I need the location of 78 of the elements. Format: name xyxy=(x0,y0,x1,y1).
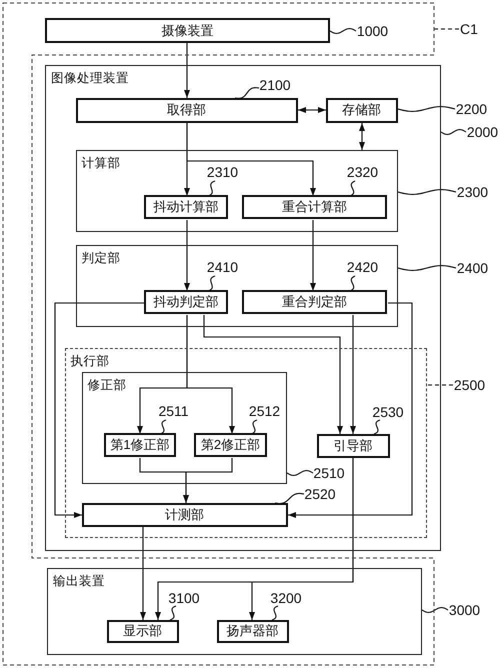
group-frame xyxy=(47,568,422,655)
group-title: 修正部 xyxy=(88,378,126,392)
reference-number: 2400 xyxy=(456,260,489,276)
reference-number: 3000 xyxy=(448,602,481,618)
reference-number: 2530 xyxy=(372,404,404,420)
leader-line xyxy=(374,420,380,434)
leader-line xyxy=(434,28,459,30)
reference-number: 2510 xyxy=(312,464,346,480)
unit-block: 引导部 xyxy=(316,434,390,458)
reference-number: 2420 xyxy=(346,259,379,275)
group-frame xyxy=(82,372,286,484)
unit-block: 计测部 xyxy=(82,502,288,526)
unit-block: 摄像装置 xyxy=(45,18,330,43)
arrow xyxy=(184,43,190,98)
arrow xyxy=(140,527,146,620)
unit-block: 扬声器部 xyxy=(216,620,288,642)
arrow xyxy=(203,315,343,434)
arrow xyxy=(184,220,190,291)
dashed-group-frame xyxy=(64,348,426,538)
unit-block: 第1修正部 xyxy=(104,433,176,457)
reference-number: 2320 xyxy=(346,164,379,180)
leader-line xyxy=(208,276,216,292)
group-frame xyxy=(76,244,398,326)
reference-number: 3100 xyxy=(168,590,200,606)
leader-line xyxy=(170,606,176,620)
reference-number: 2512 xyxy=(248,403,281,419)
leader-line xyxy=(398,265,456,271)
leader-line xyxy=(330,28,356,34)
unit-block: 重合判定部 xyxy=(242,290,387,314)
group-title: 执行部 xyxy=(70,354,110,368)
reference-number: C1 xyxy=(459,21,479,37)
group-title: 图像处理装置 xyxy=(51,71,129,86)
reference-number: 2300 xyxy=(456,184,489,200)
reference-number: 2511 xyxy=(157,403,190,419)
reference-number: 3200 xyxy=(270,590,302,606)
group-title: 输出装置 xyxy=(53,574,105,589)
arrow xyxy=(288,302,413,518)
group-title: 判定部 xyxy=(82,250,120,266)
arrow xyxy=(183,458,233,503)
reference-number: 2520 xyxy=(304,486,336,502)
leader-line xyxy=(422,607,448,613)
unit-block: 取得部 xyxy=(76,98,298,122)
dashed-boundary xyxy=(3,3,434,665)
reference-number: 2000 xyxy=(466,124,499,140)
leader-line xyxy=(272,606,278,620)
double-arrow xyxy=(298,107,326,113)
leader-line xyxy=(398,189,456,195)
reference-number: 2200 xyxy=(455,101,488,117)
leader-line xyxy=(208,180,216,196)
leader-line xyxy=(398,106,456,112)
group-frame xyxy=(45,65,441,551)
leader-line xyxy=(427,384,453,386)
leader-line xyxy=(250,420,258,434)
leader-line xyxy=(286,470,314,476)
unit-block: 显示部 xyxy=(106,620,178,642)
arrow xyxy=(186,123,316,196)
leader-line xyxy=(350,180,356,196)
arrow xyxy=(350,315,356,434)
double-arrow xyxy=(359,123,365,150)
reference-number: 2310 xyxy=(206,164,239,180)
reference-number: 2410 xyxy=(206,259,239,275)
reference-number: 2100 xyxy=(258,76,292,92)
arrow xyxy=(310,220,316,291)
unit-block: 抖动计算部 xyxy=(144,195,228,219)
leader-line xyxy=(160,420,166,434)
arrow xyxy=(54,302,145,518)
arrow xyxy=(186,315,235,434)
group-title: 计算部 xyxy=(82,156,120,170)
unit-block: 抖动判定部 xyxy=(144,290,228,314)
unit-block: 第2修正部 xyxy=(194,433,267,457)
leader-line xyxy=(350,276,356,292)
unit-block: 存储部 xyxy=(326,98,398,122)
unit-block: 重合计算部 xyxy=(242,195,387,219)
arrow xyxy=(249,458,354,620)
reference-number: 2500 xyxy=(453,377,486,393)
reference-number: 1000 xyxy=(356,23,389,39)
leader-line xyxy=(440,129,466,135)
group-frame xyxy=(76,150,398,232)
